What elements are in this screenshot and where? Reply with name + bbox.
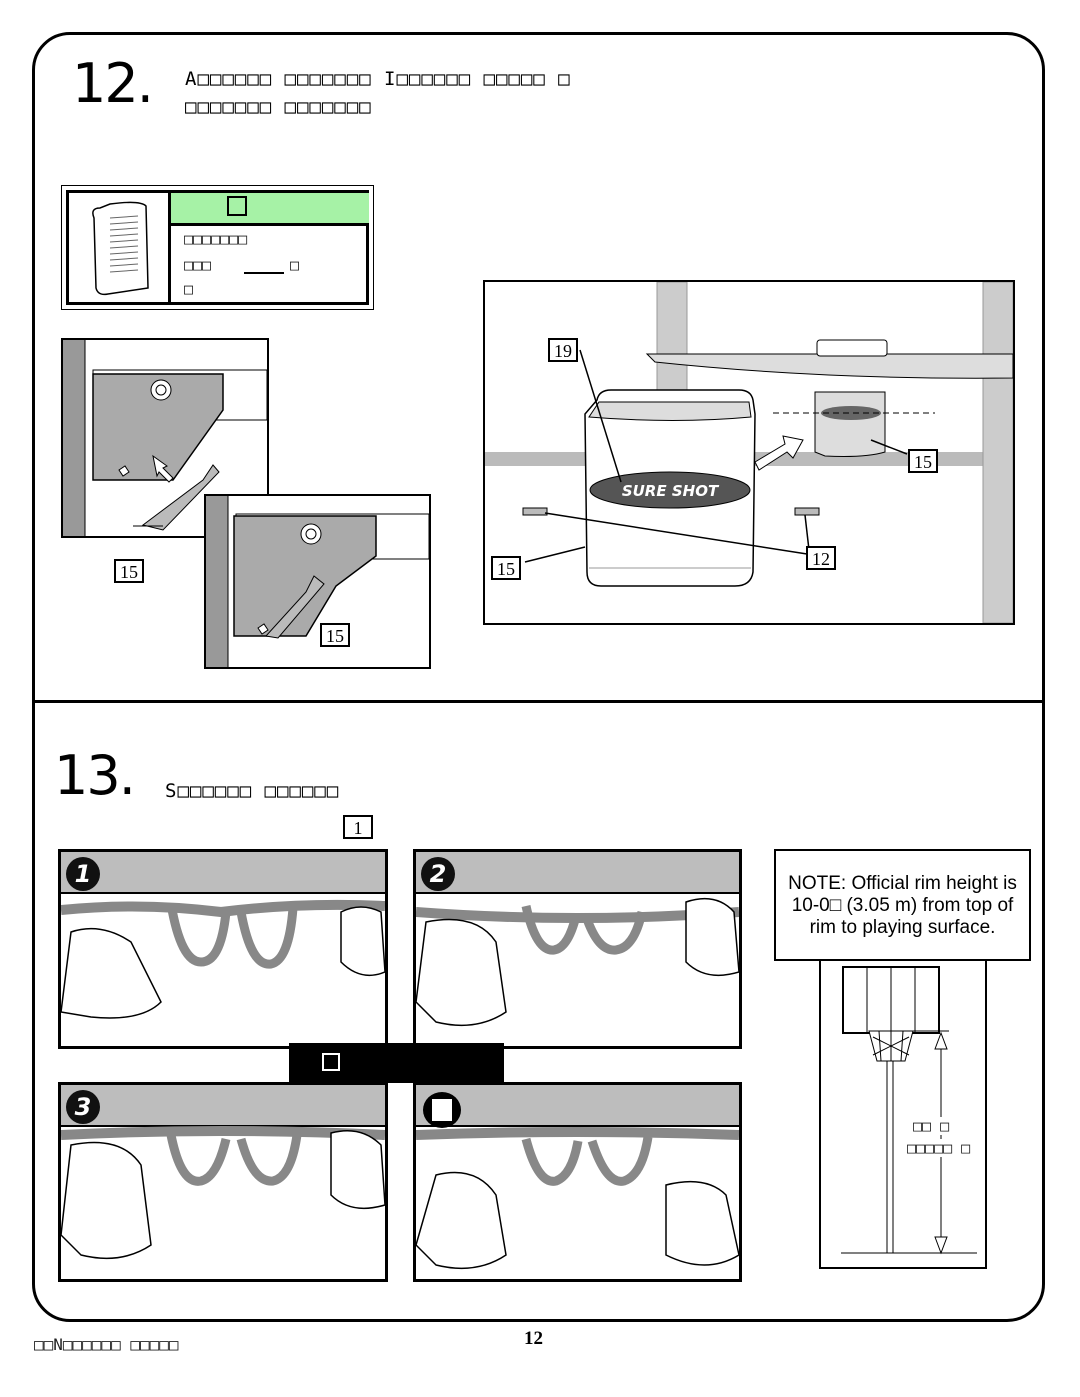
hoop-height-diagram: □□ □ □□□□□ □ [819,959,987,1269]
panel-3-badge: 3 [66,1090,100,1124]
sure-shot-logo-text: SURE SHOT [622,482,720,500]
panel-2-badge: 2 [421,857,455,891]
parts-line1: □□□□□□□ [184,230,248,248]
section-divider [32,700,1045,703]
panel-1-badge: 1 [66,857,100,891]
callout-15-a: 15 [114,559,144,583]
net-panel-3 [58,1082,388,1282]
rim-height-note: NOTE: Official rim height is 10-0□ (3.05… [788,873,1017,938]
bracket-detail-before [61,338,269,538]
step-12-title-line2: □□□□□□□ □□□□□□□ [185,96,372,118]
center-label-bar [289,1043,504,1083]
parts-box: □□□□□□□ □□□ □ □ [61,185,374,310]
callout-1: 1 [343,815,373,839]
rim-height-note-box: NOTE: Official rim height is 10-0□ (3.05… [774,849,1031,961]
net-panel-1 [58,849,388,1049]
height-label-line2: □□□□□ □ [907,1139,971,1157]
step-12-number: 12. [72,52,154,115]
callout-15-b: 15 [320,623,350,647]
step-13-number: 13. [54,744,136,807]
step-12-title-line1: A□□□□□□ □□□□□□□ I□□□□□□ □□□□□ □ [185,68,571,90]
parts-line2b: □ [290,256,300,274]
callout-19: 19 [548,338,578,362]
page-frame [32,32,1045,1322]
height-label-line1: □□ □ [913,1117,950,1135]
net-panel-4 [413,1082,742,1282]
callout-12: 12 [806,546,836,570]
parts-line2a: □□□ [184,256,212,274]
page-number: 12 [524,1328,543,1349]
callout-15-d: 15 [491,556,521,580]
step-13-title: S□□□□□□ □□□□□□ [165,780,340,802]
footer-left: □□N□□□□□□ □□□□□ [34,1335,179,1354]
panel-4-badge [423,1092,461,1128]
parts-line3: □ [184,280,194,298]
panel-4-label [432,1099,452,1121]
callout-15-c: 15 [908,449,938,473]
net-panel-2 [413,849,742,1049]
bracket-detail-after [204,494,431,669]
bracket-part-icon [92,201,149,296]
part-code [227,196,247,216]
center-label [322,1053,340,1071]
